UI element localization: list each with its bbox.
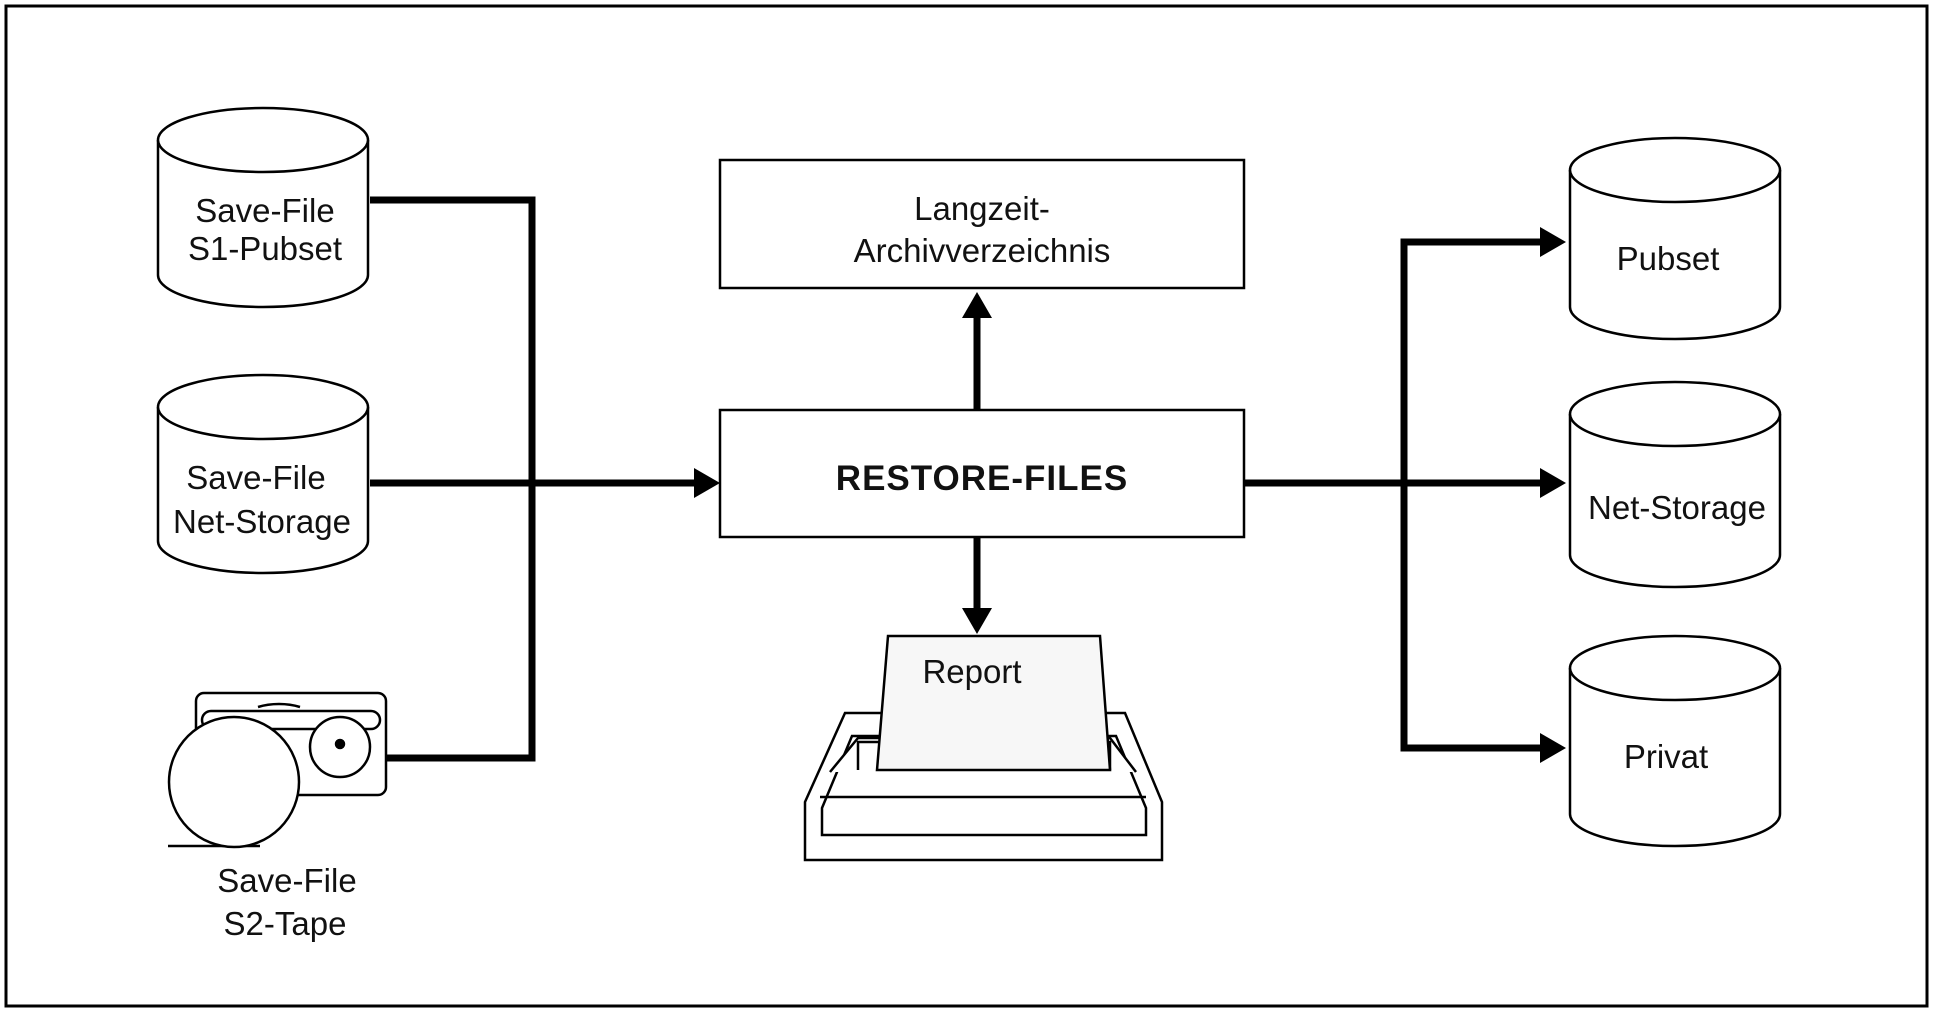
- connector-pubset-source: [370, 196, 536, 762]
- database-cylinder-icon: [156, 373, 370, 575]
- target-privat: Privat: [1568, 634, 1782, 848]
- target-net-storage-label: Net-Storage: [1588, 489, 1766, 526]
- arrow-to-report: [962, 608, 992, 634]
- source-tape: Save-File S2-Tape: [167, 691, 388, 942]
- report-label: Report: [922, 653, 1021, 690]
- source-pubset-line2: S1-Pubset: [188, 230, 342, 267]
- report-printer: Report: [803, 634, 1164, 862]
- database-cylinder-icon: [1568, 634, 1782, 848]
- target-net-storage: Net-Storage: [1568, 380, 1782, 589]
- source-pubset: Save-File S1-Pubset: [156, 106, 370, 309]
- arrow-to-archive: [962, 292, 992, 318]
- tape-cartridge-icon: [167, 691, 388, 849]
- target-pubset-label: Pubset: [1617, 240, 1720, 277]
- source-net-storage-line2: Net-Storage: [173, 503, 351, 540]
- arrow-to-restore: [694, 468, 720, 498]
- printer-icon: [803, 634, 1164, 862]
- target-privat-label: Privat: [1624, 738, 1708, 775]
- source-pubset-line1: Save-File: [195, 192, 334, 229]
- connectors: [370, 196, 1540, 762]
- arrow-to-target-privat: [1540, 733, 1566, 763]
- arrow-to-target-net-storage: [1540, 468, 1566, 498]
- database-cylinder-icon: [1568, 380, 1782, 589]
- restore-files-box: RESTORE-FILES: [718, 408, 1246, 539]
- arrow-to-target-pubset: [1540, 227, 1566, 257]
- archive-line1: Langzeit-: [914, 190, 1050, 227]
- source-tape-line2: S2-Tape: [224, 905, 347, 942]
- target-pubset: Pubset: [1568, 136, 1782, 341]
- source-net-storage: Save-File Net-Storage: [156, 373, 370, 575]
- arrowheads: [694, 227, 1566, 763]
- restore-files-label: RESTORE-FILES: [836, 459, 1128, 498]
- archive-line2: Archivverzeichnis: [854, 232, 1111, 269]
- source-tape-line1: Save-File: [217, 862, 356, 899]
- connector-target-pubset: [1400, 238, 1540, 752]
- database-cylinder-icon: [156, 106, 370, 309]
- archive-box: Langzeit- Archivverzeichnis: [718, 158, 1246, 290]
- database-cylinder-icon: [1568, 136, 1782, 341]
- source-net-storage-line1: Save-File: [186, 459, 325, 496]
